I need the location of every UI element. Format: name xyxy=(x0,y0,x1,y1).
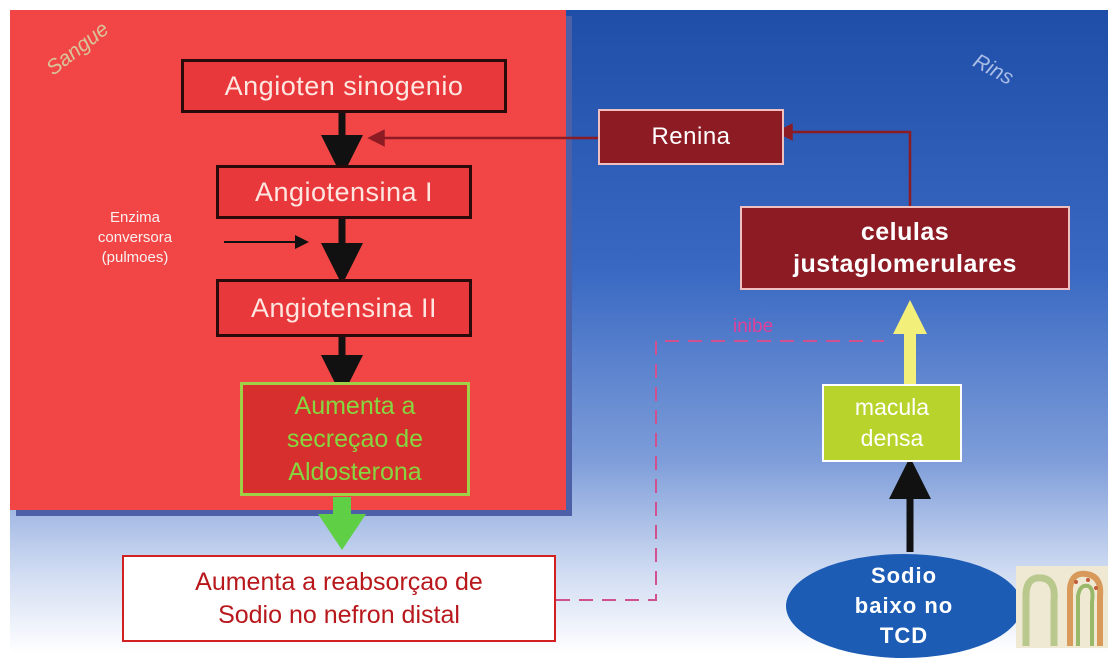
node-macula-densa: macula densa xyxy=(822,384,962,462)
label-enzima-conversora: Enzima conversora (pulmoes) xyxy=(97,209,173,266)
arrow-macula-to-celulas xyxy=(893,300,927,384)
arrow-celulas-to-renina xyxy=(775,123,912,206)
node-celulas-justaglomerulares: celulas justaglomerulares xyxy=(740,206,1070,290)
node-angiotensina-1: Angiotensina I xyxy=(216,165,472,219)
nephron-illustration xyxy=(1016,566,1108,648)
node-reabsorcao: Aumenta a reabsorçao de Sodio no nefron … xyxy=(122,555,556,642)
node-aldosterona: Aumenta a secreçao de Aldosterona xyxy=(240,382,470,496)
node-angiotensina-2: Angiotensina II xyxy=(216,279,472,337)
inhibit-line xyxy=(556,340,884,601)
node-angiotensinogenio: Angioten sinogenio xyxy=(181,59,507,113)
arrow-aldosterona-to-reabsorcao xyxy=(318,497,366,550)
node-renina: Renina xyxy=(598,109,784,165)
label-inibe: inibe xyxy=(733,316,774,337)
node-sodio-baixo: Sodio baixo no TCD xyxy=(786,554,1022,658)
